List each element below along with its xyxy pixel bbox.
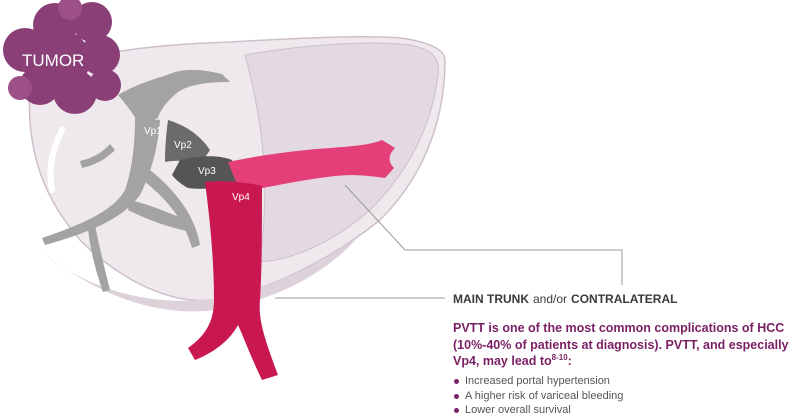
label-vp1: Vp1 — [144, 126, 162, 137]
tumor-label: TUMOR — [22, 51, 84, 70]
connector-label: and/or — [533, 292, 568, 306]
outcomes-list: Increased portal hypertension A higher r… — [453, 374, 623, 418]
list-item: A higher risk of variceal bleeding — [453, 389, 623, 404]
segment-vp3 — [172, 156, 238, 189]
portal-branches — [42, 69, 230, 292]
label-vp4: Vp4 — [232, 192, 250, 203]
callout-line-contralateral — [344, 184, 623, 285]
main-trunk-label: MAIN TRUNK — [453, 292, 529, 306]
segment-vp2 — [165, 120, 210, 165]
list-item: Lower overall survival — [453, 403, 623, 418]
headline-text: PVTT is one of the most common complicat… — [453, 321, 789, 368]
headline-superscript: 8-10 — [551, 352, 568, 362]
contralateral-label: CONTRALATERAL — [571, 292, 678, 306]
label-vp3: Vp3 — [198, 166, 216, 177]
label-vp2: Vp2 — [174, 140, 192, 151]
headline: PVTT is one of the most common complicat… — [453, 320, 798, 370]
liver-lower-shadow — [40, 235, 360, 312]
headline-suffix: : — [567, 354, 572, 368]
portal-vein-main-trunk — [188, 181, 278, 380]
liver-highlight — [47, 127, 65, 193]
portal-vein-contralateral — [228, 140, 395, 192]
tumor — [3, 0, 121, 114]
list-item: Increased portal hypertension — [453, 374, 623, 389]
